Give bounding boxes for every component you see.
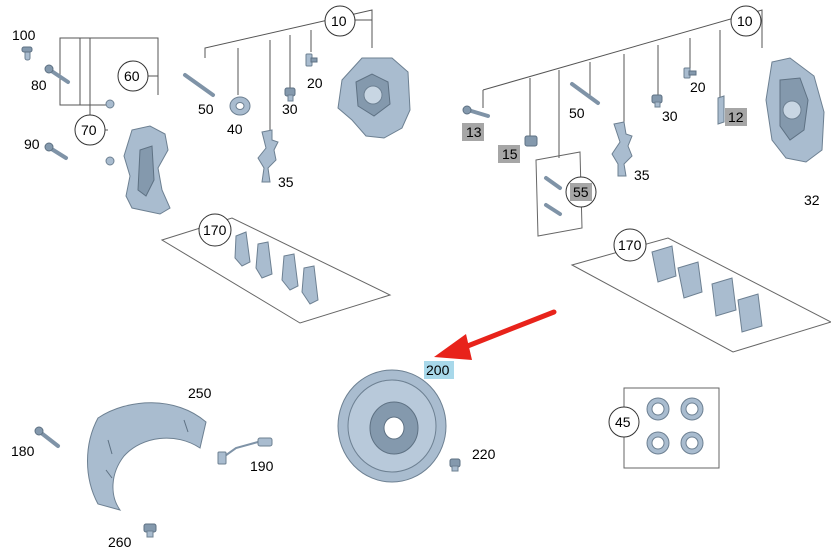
- callout-circle: [730, 5, 762, 37]
- callout-180[interactable]: 180: [11, 443, 35, 459]
- part-15[interactable]: [524, 135, 538, 147]
- bracket-line: [59, 37, 81, 106]
- callout-250[interactable]: 250: [188, 385, 212, 401]
- callout-60[interactable]: 60: [124, 68, 140, 84]
- callout-circle: [613, 228, 647, 262]
- part-220[interactable]: [449, 458, 461, 472]
- part-70[interactable]: [105, 99, 115, 166]
- part-190-wear-sensor[interactable]: [217, 437, 273, 465]
- part-30-right[interactable]: [651, 94, 663, 108]
- part-170-pads-right[interactable]: [651, 245, 763, 333]
- part-55-frame: [535, 151, 583, 237]
- callout-200[interactable]: 200: [426, 362, 450, 378]
- callout-260[interactable]: 260: [108, 534, 132, 550]
- callout-circle: [117, 60, 149, 92]
- callout-170-right[interactable]: 170: [618, 237, 642, 253]
- part-20-right[interactable]: [683, 67, 697, 79]
- part-260[interactable]: [143, 523, 157, 538]
- part-90[interactable]: [44, 142, 68, 160]
- part-50-right[interactable]: [570, 82, 600, 105]
- part-180[interactable]: [34, 426, 60, 448]
- callout-12[interactable]: 12: [728, 109, 744, 125]
- right-caliper-group: 13 15 50 55 35 30: [462, 5, 831, 353]
- callout-32[interactable]: 32: [804, 192, 820, 208]
- callout-10-left[interactable]: 10: [331, 13, 347, 29]
- lower-group: 250 180 190 260 200: [11, 309, 720, 550]
- bracket-line: [60, 37, 159, 131]
- part-170-pads-left[interactable]: [234, 231, 319, 305]
- pointer-arrow: [434, 309, 557, 360]
- callout-50-right[interactable]: 50: [569, 105, 585, 121]
- part-100[interactable]: [21, 46, 33, 61]
- part-40-washer[interactable]: [229, 96, 251, 116]
- callout-35-right[interactable]: 35: [634, 167, 650, 183]
- callout-100[interactable]: 100: [12, 27, 36, 43]
- callout-40[interactable]: 40: [227, 121, 243, 137]
- callout-35-left[interactable]: 35: [278, 174, 294, 190]
- callout-50-left[interactable]: 50: [198, 101, 214, 117]
- callout-20-right[interactable]: 20: [690, 79, 706, 95]
- callout-170-left[interactable]: 170: [203, 222, 227, 238]
- part-35-left[interactable]: [257, 129, 279, 183]
- label-box: [725, 108, 747, 126]
- bracket-line: [204, 9, 373, 130]
- part-80[interactable]: [44, 64, 70, 84]
- callout-45[interactable]: 45: [615, 414, 631, 430]
- part-12[interactable]: [717, 95, 725, 125]
- part-30-left[interactable]: [284, 87, 296, 102]
- callout-30-right[interactable]: 30: [662, 108, 678, 124]
- callout-190[interactable]: 190: [250, 458, 274, 474]
- bracket-line: [482, 9, 763, 158]
- callout-20-left[interactable]: 20: [307, 75, 323, 91]
- callout-circle: [74, 114, 106, 146]
- callout-55[interactable]: 55: [573, 184, 589, 200]
- pad-frame: [570, 237, 831, 353]
- part-20-left[interactable]: [305, 53, 318, 67]
- left-caliper-group: 100 80 90 70 60: [12, 5, 411, 324]
- callout-220[interactable]: 220: [472, 446, 496, 462]
- label-box: [570, 183, 592, 201]
- part-200-brake-disc[interactable]: [337, 369, 447, 483]
- part-10-caliper-left[interactable]: [337, 57, 411, 139]
- callout-80[interactable]: 80: [31, 77, 47, 93]
- part-60-caliper-bracket[interactable]: [123, 125, 171, 215]
- part-55[interactable]: [544, 176, 562, 216]
- callout-90[interactable]: 90: [24, 136, 40, 152]
- callout-10-right[interactable]: 10: [737, 13, 753, 29]
- callout-70[interactable]: 70: [81, 122, 97, 138]
- part-13[interactable]: [462, 105, 490, 118]
- part-250-dust-shield[interactable]: [87, 402, 207, 511]
- callout-13[interactable]: 13: [466, 124, 482, 140]
- part-35-right[interactable]: [611, 121, 633, 177]
- pad-frame: [160, 217, 392, 324]
- callout-200-highlight: [424, 361, 454, 379]
- part-50-left[interactable]: [183, 73, 215, 97]
- part-45-bearings[interactable]: [646, 397, 704, 455]
- label-box: [498, 145, 520, 163]
- callout-circle: [198, 213, 232, 247]
- callout-circle: [608, 406, 640, 438]
- callout-30-left[interactable]: 30: [282, 101, 298, 117]
- callout-circle: [324, 5, 356, 37]
- callout-15[interactable]: 15: [502, 146, 518, 162]
- part-10-caliper-right[interactable]: [765, 57, 825, 163]
- label-box: [462, 123, 484, 141]
